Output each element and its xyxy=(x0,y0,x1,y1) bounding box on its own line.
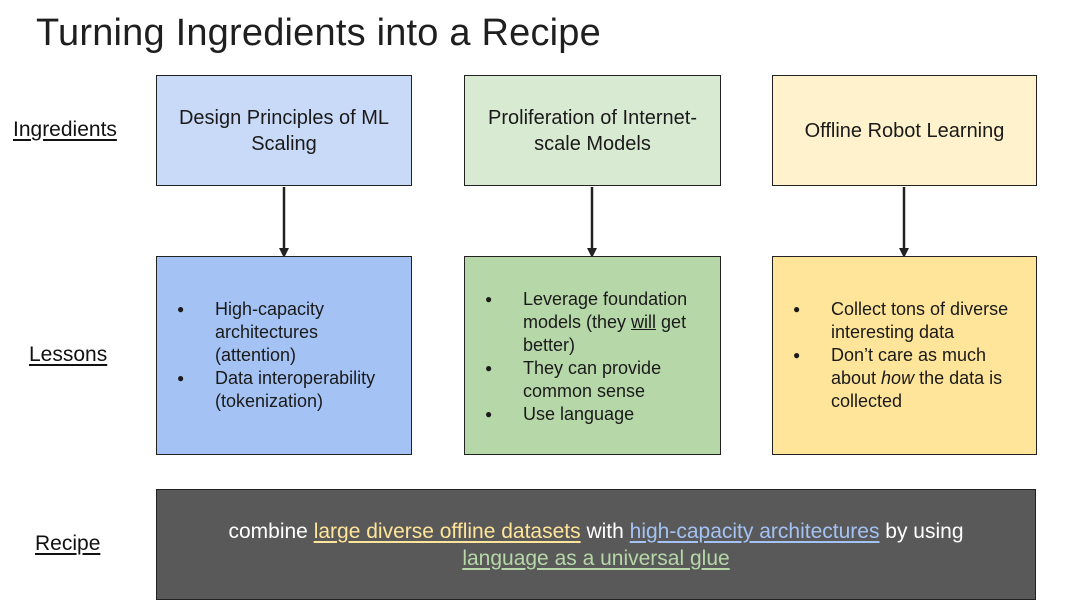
slide-title: Turning Ingredients into a Recipe xyxy=(36,12,601,54)
recipe-box: combine large diverse offline datasets w… xyxy=(156,489,1036,600)
lesson-bullet: Collect tons of diverse interesting data xyxy=(787,298,1026,344)
row-label-lessons: Lessons xyxy=(29,343,108,366)
recipe-highlight-language: language as a universal glue xyxy=(462,546,730,570)
lesson-bullet: Don’t care as much about how the data is… xyxy=(787,344,1026,413)
lesson-bullet: Use language xyxy=(479,403,710,426)
ingredient-box-internet-models: Proliferation of Internet-scale Models xyxy=(464,75,721,186)
lesson-bullet: Leverage foundation models (they will ge… xyxy=(479,288,710,357)
row-label-recipe: Recipe xyxy=(35,532,101,555)
ingredient-box-ml-scaling: Design Principles of ML Scaling xyxy=(156,75,412,186)
lesson-bullet: High-capacity architectures (attention) xyxy=(171,298,401,367)
ingredient-text: Design Principles of ML Scaling xyxy=(178,106,390,155)
lesson-bullet: They can provide common sense xyxy=(479,357,710,403)
lesson-bullet: Data interoperability (tokenization) xyxy=(171,367,401,413)
row-label-ingredients: Ingredients xyxy=(13,118,117,141)
underlined-word: will xyxy=(631,312,657,332)
ingredient-box-offline-robot-learning: Offline Robot Learning xyxy=(772,75,1037,186)
ingredient-text: Proliferation of Internet-scale Models xyxy=(488,106,697,155)
lessons-box-offline-robot-learning: Collect tons of diverse interesting data… xyxy=(772,256,1037,455)
recipe-highlight-datasets: large diverse offline datasets xyxy=(313,519,581,543)
italic-word: how xyxy=(881,368,915,388)
ingredient-text: Offline Robot Learning xyxy=(804,119,1005,142)
recipe-highlight-architectures: high-capacity architectures xyxy=(629,519,880,543)
lessons-box-ml-scaling: High-capacity architectures (attention) … xyxy=(156,256,412,455)
lessons-box-internet-models: Leverage foundation models (they will ge… xyxy=(464,256,721,455)
